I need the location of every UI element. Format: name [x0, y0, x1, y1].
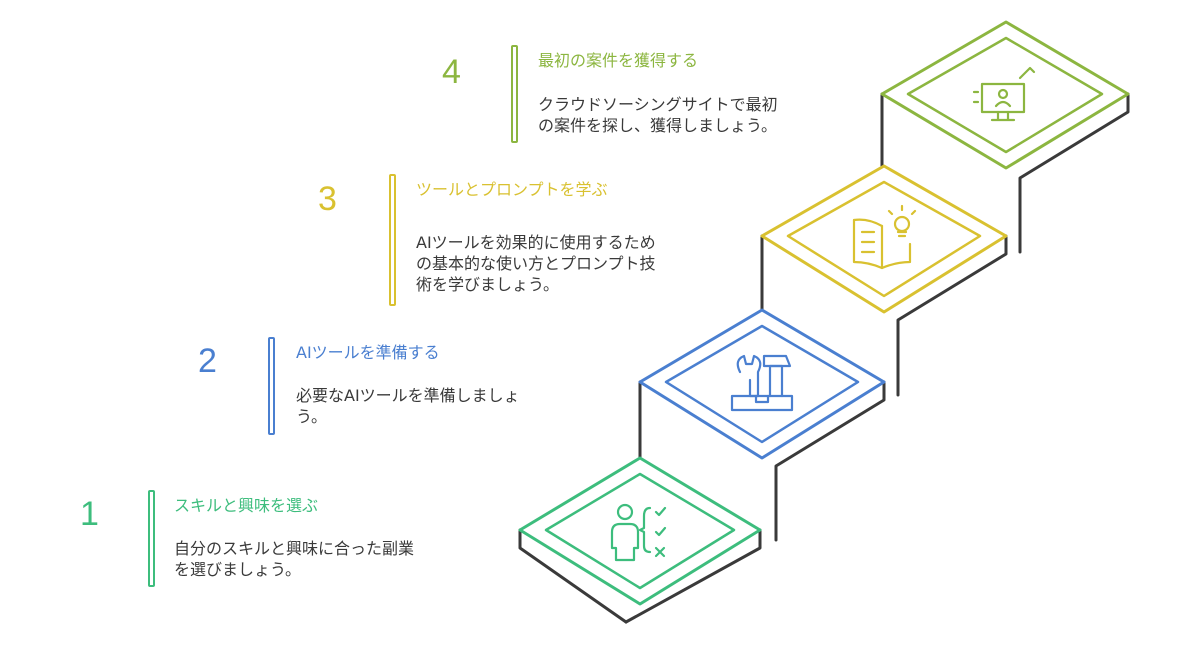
step-3-desc-line: の基本的な使い方とプロンプト技 [416, 254, 656, 273]
step-1-number: 1 [80, 495, 99, 533]
step-4-bar [511, 45, 518, 143]
step-4-title: 最初の案件を獲得する [538, 51, 699, 70]
step-1-title: スキルと興味を選ぶ [174, 496, 319, 515]
step-2-platform [638, 308, 886, 460]
step-3-description: AIツールを効果的に使用するため の基本的な使い方とプロンプト技 術を学びましょ… [416, 232, 656, 295]
step-3-desc-line: AIツールを効果的に使用するため [416, 233, 656, 252]
step-2-number: 2 [198, 342, 217, 380]
step-2-bar [268, 337, 275, 435]
step-1-desc-line: 自分のスキルと興味に合った副業 [174, 539, 415, 558]
step-4-desc-line: の案件を探し、獲得しましょう。 [538, 116, 778, 135]
step-1-bar [148, 490, 155, 587]
step-2-desc-line: 必要なAIツールを準備しましょ [296, 386, 520, 405]
step-4-desc-line: クラウドソーシングサイトで最初 [538, 95, 778, 114]
step-3-platform [760, 164, 1008, 314]
staircase-outline [518, 92, 1130, 624]
step-3-bar [389, 174, 396, 306]
person-checklist-icon [610, 503, 667, 562]
book-lightbulb-icon [852, 204, 917, 270]
step-2-description: 必要なAIツールを準備しましょ う。 [296, 385, 520, 427]
step-4-platform [880, 20, 1130, 170]
step-1-description: 自分のスキルと興味に合った副業 を選びましょう。 [174, 538, 414, 580]
step-4-number: 4 [442, 53, 461, 91]
step-3-title: ツールとプロンプトを学ぶ [416, 180, 608, 199]
step-1-desc-line: を選びましょう。 [174, 560, 302, 579]
step-3-desc-line: 術を学びましょう。 [416, 275, 560, 294]
toolbox-icon [730, 354, 794, 412]
step-3-number: 3 [318, 180, 337, 218]
step-1-platform [518, 456, 762, 606]
step-4-description: クラウドソーシングサイトで最初 の案件を探し、獲得しましょう。 [538, 94, 778, 136]
computer-user-icon [972, 66, 1036, 122]
step-2-title: AIツールを準備する [296, 343, 440, 362]
step-2-desc-line: う。 [296, 407, 328, 426]
